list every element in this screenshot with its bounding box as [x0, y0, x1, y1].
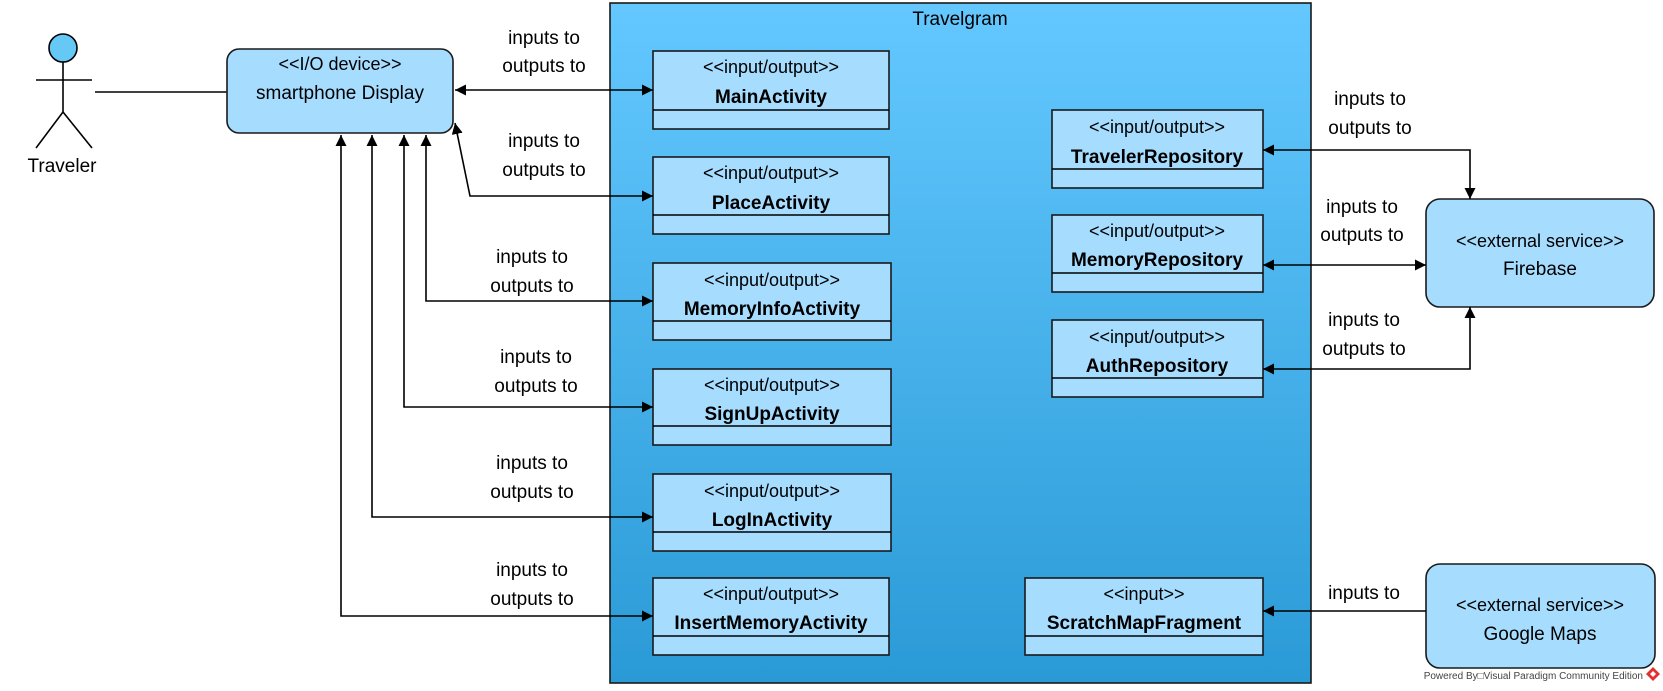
svg-text:inputs to: inputs to	[508, 131, 580, 152]
svg-text:outputs to: outputs to	[1320, 225, 1403, 246]
connection-label: inputs to outputs to	[502, 28, 585, 77]
svg-text:inputs to: inputs to	[500, 347, 572, 368]
actor-left-leg	[35, 111, 64, 149]
actor-right-leg	[62, 111, 93, 149]
svg-text:outputs to: outputs to	[490, 589, 573, 610]
svg-text:outputs to: outputs to	[1322, 339, 1405, 360]
svg-text:outputs to: outputs to	[502, 160, 585, 181]
svg-text:outputs to: outputs to	[490, 482, 573, 503]
class-place-activity[interactable]: <<input/output>> PlaceActivity	[652, 156, 890, 235]
actor-name: Traveler	[28, 156, 98, 177]
class-name: InsertMemoryActivity	[674, 613, 868, 634]
svg-text:inputs to: inputs to	[508, 28, 580, 49]
device-name: smartphone Display	[256, 83, 424, 104]
class-stereotype: <<input/output>>	[704, 481, 840, 501]
class-name: PlaceActivity	[712, 193, 831, 214]
class-name: MemoryInfoActivity	[684, 299, 861, 320]
connection-label: inputs to outputs to	[490, 247, 573, 297]
class-scratch-map-fragment[interactable]: <<input>> ScratchMapFragment	[1024, 577, 1264, 656]
system-title: Travelgram	[912, 9, 1007, 30]
class-memory-info-activity[interactable]: <<input/output>> MemoryInfoActivity	[652, 262, 892, 341]
service-name: Firebase	[1503, 259, 1577, 280]
class-insert-memory-activity[interactable]: <<input/output>> InsertMemoryActivity	[652, 577, 890, 656]
connection-label: inputs to	[1328, 583, 1400, 604]
svg-text:inputs to: inputs to	[496, 247, 568, 268]
device-smartphone-display[interactable]: <<I/O device>> smartphone Display	[226, 48, 454, 134]
connection-label: inputs to outputs to	[490, 560, 573, 610]
class-log-in-activity[interactable]: <<input/output>> LogInActivity	[652, 473, 892, 552]
class-name: MainActivity	[715, 87, 827, 108]
actor-traveler[interactable]: Traveler	[28, 33, 98, 177]
external-service-firebase[interactable]: <<external service>> Firebase	[1425, 198, 1655, 308]
class-main-activity[interactable]: <<input/output>> MainActivity	[652, 50, 890, 130]
svg-text:outputs to: outputs to	[494, 376, 577, 397]
svg-text:inputs to: inputs to	[1326, 197, 1398, 218]
class-auth-repository[interactable]: <<input/output>> AuthRepository	[1051, 319, 1264, 398]
connection-label: inputs to outputs to	[494, 347, 577, 397]
connector-traveler-repository	[1263, 144, 1476, 199]
actor-head	[48, 33, 78, 63]
class-name: AuthRepository	[1086, 356, 1229, 377]
device-stereotype: <<I/O device>>	[278, 54, 401, 74]
svg-text:inputs to: inputs to	[496, 560, 568, 581]
visual-paradigm-logo-icon	[1646, 667, 1660, 681]
class-stereotype: <<input/output>>	[1089, 117, 1225, 137]
class-stereotype: <<input/output>>	[704, 270, 840, 290]
svg-text:inputs to: inputs to	[496, 453, 568, 474]
class-memory-repository[interactable]: <<input/output>> MemoryRepository	[1051, 214, 1264, 293]
connection-label: inputs to outputs to	[1322, 310, 1405, 360]
class-stereotype: <<input/output>>	[703, 163, 839, 183]
service-stereotype: <<external service>>	[1456, 595, 1624, 615]
connection-label: inputs to outputs to	[490, 453, 573, 503]
class-stereotype: <<input>>	[1103, 584, 1184, 604]
svg-text:inputs to: inputs to	[1328, 583, 1400, 604]
svg-text:outputs to: outputs to	[490, 276, 573, 297]
class-name: TravelerRepository	[1071, 147, 1244, 168]
class-sign-up-activity[interactable]: <<input/output>> SignUpActivity	[652, 368, 892, 446]
connector-insert-memory-activity	[335, 135, 653, 622]
watermark-text: Powered By□Visual Paradigm Community Edi…	[1424, 671, 1643, 682]
class-stereotype: <<input/output>>	[703, 584, 839, 604]
svg-text:inputs to: inputs to	[1328, 310, 1400, 331]
class-name: SignUpActivity	[704, 404, 840, 425]
class-stereotype: <<input/output>>	[1089, 327, 1225, 347]
class-stereotype: <<input/output>>	[704, 375, 840, 395]
class-traveler-repository[interactable]: <<input/output>> TravelerRepository	[1051, 109, 1264, 189]
connection-label: inputs to outputs to	[502, 131, 585, 181]
svg-text:outputs to: outputs to	[1328, 118, 1411, 139]
connection-label: inputs to outputs to	[1328, 89, 1411, 139]
connection-label: inputs to outputs to	[1320, 197, 1403, 246]
class-stereotype: <<input/output>>	[1089, 221, 1225, 241]
class-name: LogInActivity	[712, 510, 833, 531]
service-stereotype: <<external service>>	[1456, 231, 1624, 251]
class-stereotype: <<input/output>>	[703, 57, 839, 77]
svg-text:inputs to: inputs to	[1334, 89, 1406, 110]
class-name: MemoryRepository	[1071, 250, 1244, 271]
connector-auth-repository	[1263, 307, 1476, 375]
external-service-google-maps[interactable]: <<external service>> Google Maps	[1425, 563, 1656, 669]
class-name: ScratchMapFragment	[1047, 613, 1242, 634]
service-name: Google Maps	[1483, 624, 1596, 645]
svg-text:outputs to: outputs to	[502, 56, 585, 77]
